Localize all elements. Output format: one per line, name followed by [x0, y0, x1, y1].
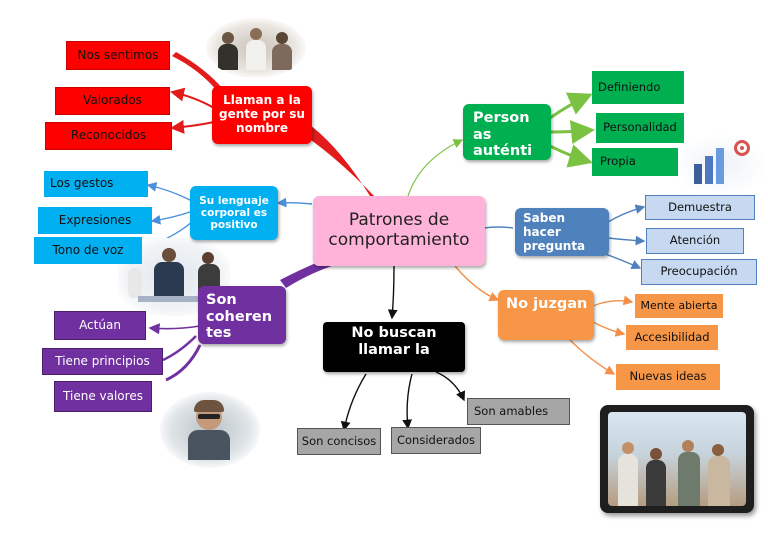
leaf-los-gestos[interactable]: Los gestos — [44, 171, 148, 197]
branch-no-juzgan[interactable]: No juzgan — [498, 290, 594, 340]
branch-no-juzgan-title: No juzgan — [506, 296, 588, 312]
leaf-tiene-principios[interactable]: Tiene principios — [42, 348, 163, 375]
leaf-tono-de-voz[interactable]: Tono de voz — [34, 237, 142, 264]
leaf-accesibilidad[interactable]: Accesibilidad — [626, 325, 718, 350]
central-label: Patrones de comportamiento — [328, 210, 470, 250]
leaf-son-concisos[interactable]: Son concisos — [297, 428, 381, 455]
branch-llaman-title: Llaman a la gente por su nombre — [219, 93, 305, 135]
leaf-demuestra[interactable]: Demuestra — [645, 195, 755, 220]
leaf-definiendo[interactable]: Definiendo — [592, 71, 684, 104]
leaf-son-amables[interactable]: Son amables — [467, 398, 570, 425]
branch-coherentes-title: Son coheren tes — [206, 292, 273, 342]
leaf-propia[interactable]: Propia — [592, 148, 678, 176]
branch-llaman[interactable]: Llaman a la gente por su nombre — [212, 86, 312, 144]
leaf-reconocidos[interactable]: Reconocidos — [45, 122, 172, 150]
branch-lenguaje-title: Su lenguaje corporal es positivo — [199, 194, 269, 232]
photo-thinking-man — [160, 392, 260, 468]
branch-no-buscan-title: No buscan llamar la — [351, 325, 437, 358]
leaf-nuevas-ideas[interactable]: Nuevas ideas — [616, 364, 720, 390]
central-node[interactable]: Patrones de comportamiento — [313, 196, 485, 266]
branch-no-buscan[interactable]: No buscan llamar la — [323, 322, 465, 372]
photo-group-top — [206, 18, 306, 78]
leaf-tiene-valores[interactable]: Tiene valores — [54, 381, 152, 412]
leaf-considerados[interactable]: Considerados — [391, 427, 481, 454]
photo-chart-illustration — [672, 134, 768, 196]
leaf-personalidad[interactable]: Personalidad — [596, 113, 684, 143]
leaf-valorados[interactable]: Valorados — [55, 87, 170, 115]
branch-personas[interactable]: Person as auténti — [463, 104, 551, 160]
link-central-llaman — [290, 118, 378, 200]
branch-saben[interactable]: Saben hacer pregunta — [515, 208, 609, 256]
leaf-actuan[interactable]: Actúan — [54, 311, 146, 340]
photo-friends-frame — [600, 405, 754, 513]
leaf-expresiones[interactable]: Expresiones — [38, 207, 152, 234]
branch-personas-title: Person as auténti — [473, 110, 533, 160]
branch-saben-title: Saben hacer pregunta — [523, 211, 586, 253]
leaf-mente-abierta[interactable]: Mente abierta — [635, 294, 723, 318]
leaf-nos-sentimos[interactable]: Nos sentimos — [66, 41, 170, 70]
leaf-preocupacion[interactable]: Preocupación — [641, 259, 757, 285]
branch-lenguaje[interactable]: Su lenguaje corporal es positivo — [190, 186, 278, 240]
branch-coherentes[interactable]: Son coheren tes — [198, 286, 286, 344]
link-llaman-nos — [172, 52, 224, 92]
leaf-atencion[interactable]: Atención — [646, 228, 744, 254]
